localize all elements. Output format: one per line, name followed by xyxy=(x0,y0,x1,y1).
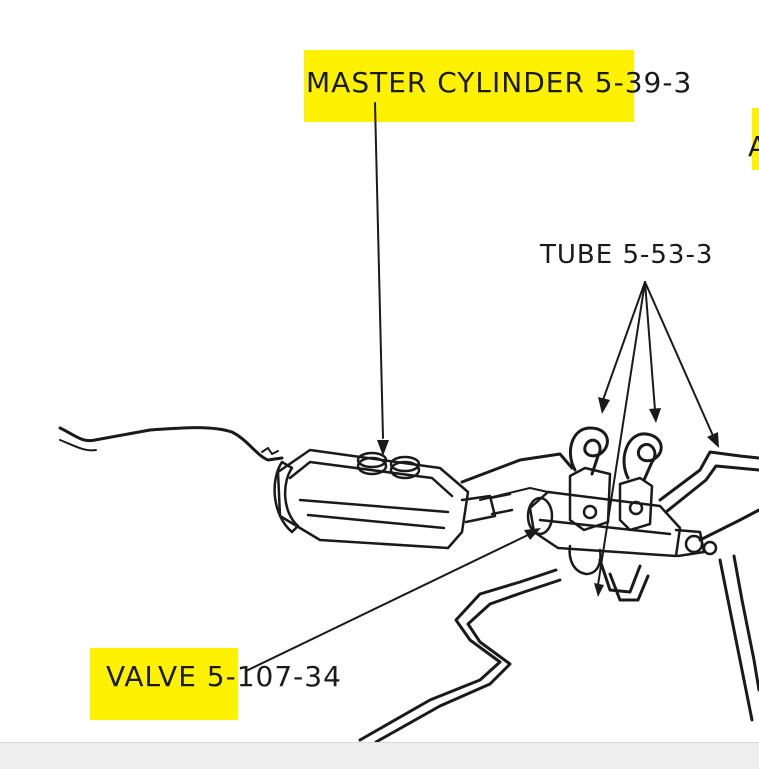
feed-line xyxy=(460,452,574,484)
highlight-master-cylinder xyxy=(304,50,634,122)
master-cylinder-ref: -39-3 xyxy=(613,66,693,99)
master-cylinder xyxy=(273,448,514,550)
valve-label: VALVE 5-107-34 xyxy=(106,660,342,693)
highlight-right-edge xyxy=(752,108,759,170)
master-cylinder-label: MASTER CYLINDER 5-39-3 xyxy=(306,66,692,99)
valve-name: VALVE 5 xyxy=(106,660,226,693)
arrowheads xyxy=(377,397,719,597)
left-brake-line xyxy=(58,426,284,462)
proportioning-valve xyxy=(526,466,718,576)
valve-ref: -107-34 xyxy=(225,660,342,693)
cropped-edge-label: A xyxy=(748,130,759,163)
outlet-lines xyxy=(358,450,759,744)
tube-coils xyxy=(569,426,663,482)
highlight-valve xyxy=(90,648,238,720)
tube-label: TUBE 5-53-3 xyxy=(540,240,714,270)
master-cylinder-name: MASTER CYLINDER 5 xyxy=(306,66,614,99)
leader-lines xyxy=(245,102,715,672)
bottom-toolbar xyxy=(0,742,759,769)
